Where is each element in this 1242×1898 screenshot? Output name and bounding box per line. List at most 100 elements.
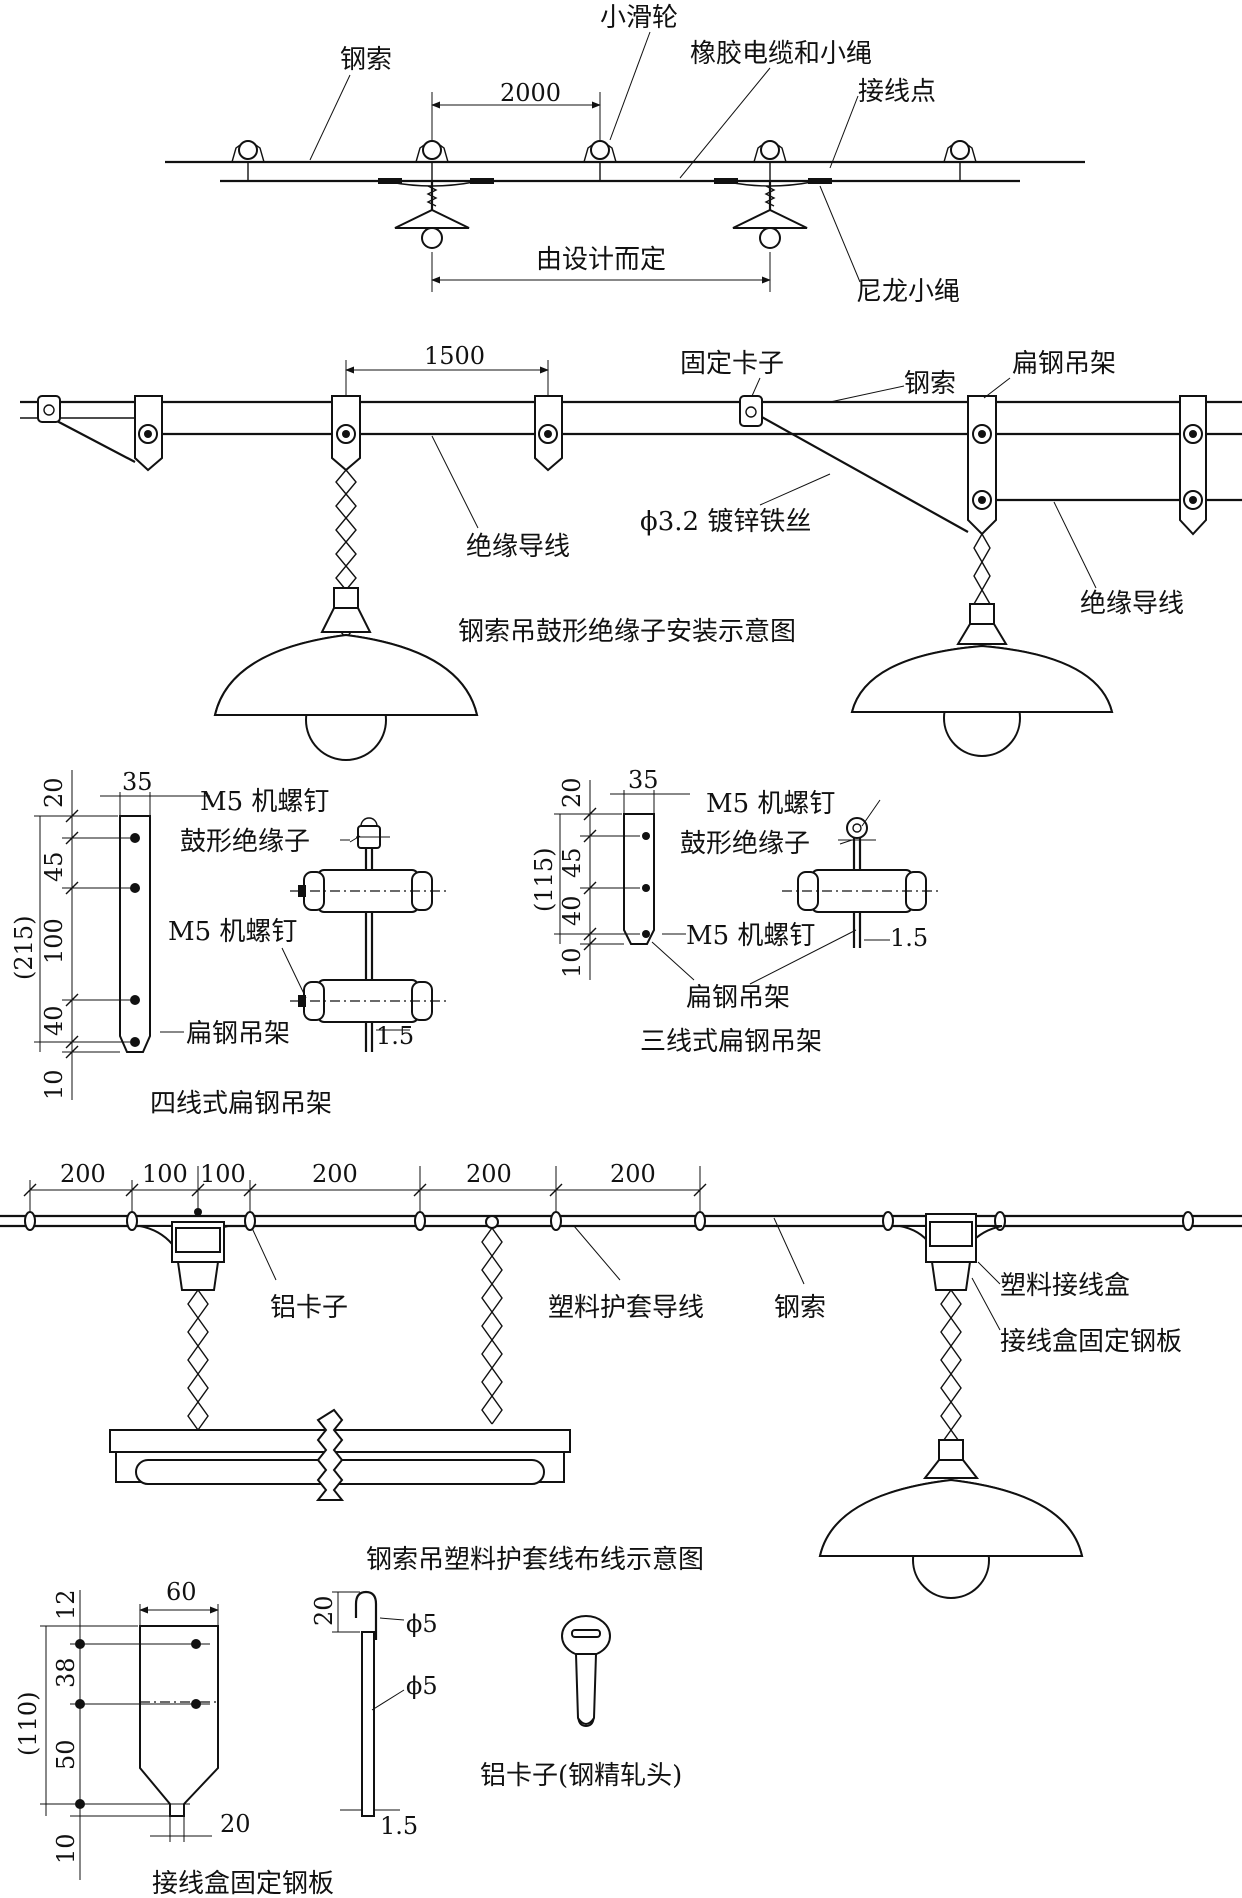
dim-200: 200	[610, 1160, 656, 1188]
pulley-icon	[753, 140, 787, 180]
dim-20: 20	[310, 1595, 338, 1626]
lamp-icon	[727, 181, 813, 249]
label-galvanized-wire: ϕ3.2 镀锌铁丝	[640, 507, 811, 537]
dim-markers	[65, 809, 79, 1059]
drum-insulator-icon	[290, 869, 446, 913]
fig7-plate-side-view: 20 ϕ5 ϕ5 1.5	[310, 1590, 438, 1840]
dim-20: 20	[558, 777, 586, 808]
dim-thickness-1-5: 1.5	[376, 1022, 414, 1050]
dim-20: 20	[40, 777, 68, 808]
dim-10: 10	[40, 1069, 68, 1100]
fig2-drum-insulator-diagram: 1500 固定卡子 钢索 扁钢吊架 绝缘导线 ϕ3.2 镀锌铁丝 绝缘导线 钢索…	[20, 342, 1242, 761]
flat-steel-hanger-icon	[967, 395, 997, 536]
drum-insulator-icon	[782, 869, 940, 913]
label-m5-screw-top: M5 机螺钉	[706, 789, 835, 819]
label-m5-screw-bottom: M5 机螺钉	[686, 921, 815, 951]
fig8-aluminum-clip: 铝卡子(钢精轧头)	[480, 1615, 682, 1791]
label-flat-steel-hanger: 扁钢吊架	[186, 1019, 290, 1049]
dim-100: 100	[142, 1160, 188, 1188]
flat-steel-hanger-icon	[534, 395, 563, 472]
dim-total-110: (110)	[14, 1691, 42, 1756]
lamp-icon	[818, 1439, 1084, 1599]
caption-four-wire-hanger: 四线式扁钢吊架	[150, 1089, 332, 1119]
aluminum-clip-icon	[550, 1211, 562, 1231]
dim-40: 40	[558, 895, 586, 926]
flat-steel-hanger-icon	[331, 395, 361, 472]
pulley-icon	[583, 140, 617, 180]
label-drum-insulator: 鼓形绝缘子	[680, 829, 810, 859]
label-rubber-cable-rope: 橡胶电缆和小绳	[690, 39, 872, 69]
dim-width-60: 60	[166, 1578, 197, 1606]
junction-box-icon	[139, 1208, 229, 1291]
label-insulated-wire-left: 绝缘导线	[466, 532, 570, 562]
dim-width-35: 35	[628, 766, 659, 794]
dim-40: 40	[40, 1005, 68, 1036]
caption-box-fixing-plate: 接线盒固定钢板	[152, 1869, 334, 1898]
drum-insulator-icon	[290, 979, 446, 1023]
caption-drum-insulator: 钢索吊鼓形绝缘子安装示意图	[458, 617, 796, 647]
lamp-icon	[213, 587, 479, 761]
caption-three-wire-hanger: 三线式扁钢吊架	[640, 1027, 822, 1057]
caption-sheathed-wire-diagram: 钢索吊塑料护套线布线示意图	[366, 1545, 704, 1575]
pulley-icon	[943, 140, 977, 180]
dim-38: 38	[52, 1657, 80, 1688]
dim-phi5-mid: ϕ5	[406, 1672, 438, 1700]
dim-45: 45	[558, 847, 586, 878]
dim-phi5-top: ϕ5	[406, 1610, 438, 1638]
lamp-icon	[389, 181, 475, 249]
dim-spacing-2000: 2000	[500, 79, 561, 107]
dim-thickness-1-5: 1.5	[890, 924, 928, 952]
fig4-three-wire-hanger: 35 20 45 40 10 (115) M5 机螺钉 鼓形绝缘子	[530, 766, 940, 1057]
label-fixed-clip: 固定卡子	[680, 349, 784, 379]
label-flat-steel-hanger: 扁钢吊架	[686, 983, 790, 1013]
label-m5-screw-top: M5 机螺钉	[200, 787, 329, 817]
junction-box-icon	[899, 1213, 1003, 1291]
dim-100: 100	[40, 918, 68, 964]
dim-total-115: (115)	[530, 847, 558, 912]
aluminum-clip-icon	[24, 1211, 36, 1231]
dim-45: 45	[40, 851, 68, 882]
dim-100: 100	[200, 1160, 246, 1188]
dim-thickness-1-5: 1.5	[380, 1812, 418, 1840]
aluminum-clip-icon	[1182, 1211, 1194, 1231]
label-m5-screw-mid: M5 机螺钉	[168, 917, 297, 947]
fig6-box-fixing-plate: 60 12 38 50 10 (110) 20 接线盒固定钢板	[14, 1578, 334, 1898]
fig3-four-wire-hanger: 35 M5 机螺钉 20 45 100 40 10 (215)	[10, 768, 446, 1119]
lamp-icon	[850, 603, 1114, 757]
label-sheathed-wire: 塑料护套导线	[548, 1293, 704, 1323]
flat-steel-hanger-icon	[1179, 395, 1207, 536]
dim-width-35: 35	[122, 768, 153, 796]
label-junction-point: 接线点	[858, 77, 936, 107]
label-drum-insulator: 鼓形绝缘子	[180, 827, 310, 857]
label-steel-cable: 钢索	[340, 45, 392, 75]
pulley-icon	[231, 140, 265, 180]
dim-10: 10	[558, 947, 586, 978]
label-junction-box: 塑料接线盒	[1000, 1271, 1130, 1301]
label-steel-cable: 钢索	[774, 1293, 826, 1323]
label-pulley: 小滑轮	[600, 3, 678, 33]
label-flat-steel-hanger: 扁钢吊架	[1012, 349, 1116, 379]
aluminum-clip-icon	[244, 1211, 256, 1231]
fixed-clip-icon	[739, 395, 763, 427]
label-box-fixing-plate: 接线盒固定钢板	[1000, 1327, 1182, 1357]
dim-200: 200	[466, 1160, 512, 1188]
dim-bottom-20: 20	[220, 1810, 251, 1838]
label-aluminum-clip: 铝卡子	[270, 1293, 348, 1323]
fluorescent-lamp-icon	[109, 1408, 571, 1501]
aluminum-clip-icon	[126, 1211, 138, 1231]
flat-steel-hanger-icon	[134, 395, 163, 472]
aluminum-clip-icon	[414, 1211, 426, 1231]
fig5-sheathed-wire-diagram: 200 100 100 200 200 200	[0, 1160, 1242, 1599]
dim-50: 50	[52, 1739, 80, 1770]
dim-12: 12	[52, 1589, 80, 1620]
label-nylon-rope: 尼龙小绳	[856, 277, 960, 307]
aluminum-clip-icon	[882, 1211, 894, 1231]
pulley-icon	[415, 140, 449, 180]
dim-10: 10	[52, 1833, 80, 1864]
dim-total-215: (215)	[10, 915, 38, 980]
dim-spacing-1500: 1500	[424, 342, 485, 370]
dim-by-design: 由设计而定	[536, 245, 666, 275]
label-insulated-wire-right: 绝缘导线	[1080, 589, 1184, 619]
dim-ticks	[23, 1183, 707, 1197]
